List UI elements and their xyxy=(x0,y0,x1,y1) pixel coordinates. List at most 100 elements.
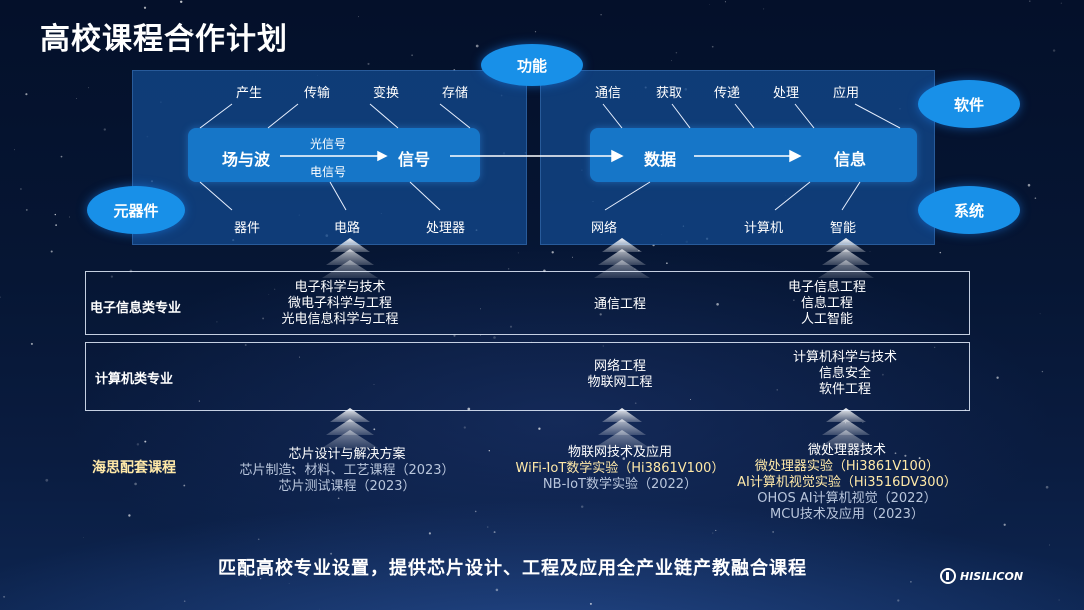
hisilicon-logo-icon xyxy=(940,568,956,584)
chevron-up-icon xyxy=(818,238,874,278)
star-dot xyxy=(463,426,466,429)
star-dot xyxy=(128,514,131,517)
connector-line xyxy=(604,181,651,211)
page-title: 高校课程合作计划 xyxy=(40,22,288,57)
right-top-label: 处理 xyxy=(773,86,800,101)
star-dot xyxy=(538,427,541,430)
star-dot xyxy=(1058,599,1060,601)
hisi-col1: 芯片设计与解决方案 芯片制造、材料、工艺课程（2023） 芯片测试课程（2023… xyxy=(222,447,472,495)
hisi-col3: 微处理器技术 微处理器实验（Hi3861V100） AI计算机视觉实验（Hi35… xyxy=(718,443,976,523)
star-dot xyxy=(897,599,900,602)
star-dot xyxy=(546,461,549,464)
electronic-col1: 电子科学与技术 微电子科学与工程 光电信息科学与工程 xyxy=(240,280,440,328)
signal-arrow-head xyxy=(377,150,388,162)
connector-line xyxy=(369,103,399,129)
connector-line xyxy=(671,103,691,129)
star-dot xyxy=(136,443,140,446)
star-dot xyxy=(1045,485,1049,489)
star-dot xyxy=(1041,370,1044,373)
star-dot xyxy=(488,450,490,452)
star-dot xyxy=(666,262,668,265)
right-top-label: 获取 xyxy=(656,86,683,101)
star-dot xyxy=(622,457,626,460)
star-dot xyxy=(189,29,193,32)
star-dot xyxy=(475,44,479,48)
star-dot xyxy=(257,538,260,541)
star-dot xyxy=(183,484,186,487)
course-highlight: AI计算机视觉实验（Hi3516DV300） xyxy=(737,475,957,490)
right-top-label: 传递 xyxy=(714,86,741,101)
star-dot xyxy=(260,578,262,580)
star-dot xyxy=(274,288,276,290)
star-dot xyxy=(1034,197,1037,199)
star-dot xyxy=(198,400,200,402)
star-dot xyxy=(55,224,57,226)
star-dot xyxy=(68,216,71,218)
star-dot xyxy=(216,321,218,323)
star-dot xyxy=(1039,313,1041,315)
electronic-majors-label: 电子信息类专业 xyxy=(90,301,182,316)
connector-line xyxy=(602,103,623,129)
star-dot xyxy=(0,296,1,298)
hisilicon-logo: HISILICON xyxy=(940,568,1023,584)
star-dot xyxy=(996,376,999,379)
star-dot xyxy=(712,532,714,534)
star-dot xyxy=(793,299,795,301)
left-bottom-label: 电路 xyxy=(334,221,361,236)
course-main: 芯片设计与解决方案 xyxy=(288,447,406,462)
star-dot xyxy=(60,155,63,158)
computer-col3: 计算机科学与技术 信息安全 软件工程 xyxy=(745,350,945,398)
star-dot xyxy=(509,325,513,328)
major-name: 信息工程 xyxy=(800,296,853,311)
major-name: 人工智能 xyxy=(800,312,853,327)
connector-line xyxy=(409,181,441,211)
star-dot xyxy=(776,389,778,391)
star-dot xyxy=(144,440,147,443)
star-dot xyxy=(1060,2,1062,4)
star-dot xyxy=(30,342,33,345)
star-dot xyxy=(675,51,678,54)
star-dot xyxy=(716,303,719,306)
star-dot xyxy=(517,252,519,254)
node-field-wave: 场与波 xyxy=(222,150,271,169)
star-dot xyxy=(3,595,6,598)
star-dot xyxy=(493,336,496,339)
ellipse-software: 软件 xyxy=(918,80,1020,128)
computer-col2: 网络工程 物联网工程 xyxy=(520,359,720,391)
node-data: 数据 xyxy=(644,150,677,169)
ellipse-system: 系统 xyxy=(918,186,1020,234)
star-dot xyxy=(19,188,22,190)
hisilicon-logo-text: HISILICON xyxy=(960,569,1024,583)
left-bottom-label: 器件 xyxy=(234,221,261,236)
star-dot xyxy=(534,31,537,33)
star-dot xyxy=(115,302,117,304)
connector-line xyxy=(841,181,861,211)
course-main: 物联网技术及应用 xyxy=(567,445,672,460)
star-dot xyxy=(493,531,496,534)
connector-line xyxy=(854,103,901,129)
star-dot xyxy=(711,45,714,48)
electronic-majors-box xyxy=(85,271,970,335)
left-top-label: 传输 xyxy=(304,86,331,101)
major-name: 物联网工程 xyxy=(587,375,653,390)
star-dot xyxy=(110,275,114,278)
connector-line xyxy=(439,103,471,129)
right-data-box xyxy=(590,128,917,182)
star-dot xyxy=(709,4,710,6)
star-dot xyxy=(960,577,963,580)
course-highlight: 微处理器实验（Hi3861V100） xyxy=(754,459,940,474)
chevron-up-icon xyxy=(594,408,650,448)
chevron-up-icon xyxy=(322,238,378,278)
star-dot xyxy=(480,308,481,310)
hisi-col2: 物联网技术及应用 WiFi-IoT数学实验（Hi3861V100） NB-IoT… xyxy=(492,445,748,493)
star-dot xyxy=(297,566,300,569)
left-top-label: 存储 xyxy=(442,86,469,101)
star-dot xyxy=(465,561,467,563)
star-dot xyxy=(580,505,584,508)
star-dot xyxy=(507,268,510,270)
ellipse-function: 功能 xyxy=(481,44,583,86)
star-dot xyxy=(318,608,320,610)
course-sub: 芯片制造、材料、工艺课程（2023） xyxy=(239,463,455,478)
star-dot xyxy=(54,213,56,216)
